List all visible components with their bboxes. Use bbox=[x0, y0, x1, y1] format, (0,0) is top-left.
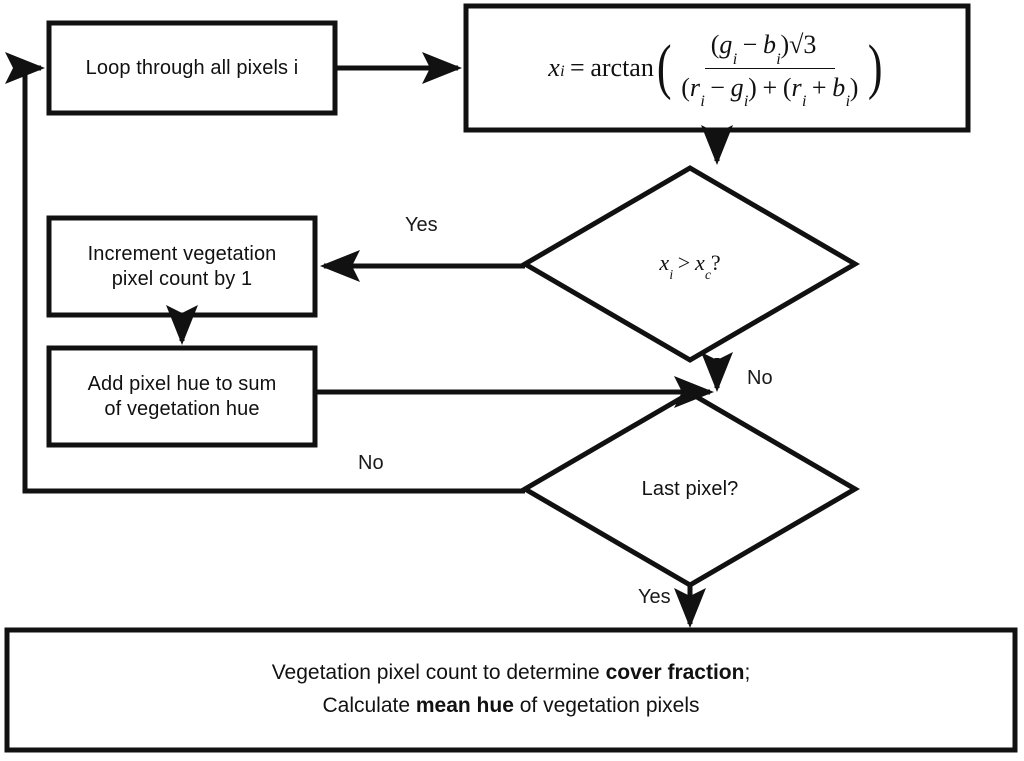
edge-label-last-pixel-yes: Yes bbox=[638, 586, 671, 608]
loop-box-shape bbox=[46, 20, 338, 116]
edge-label-threshold-yes: Yes bbox=[405, 214, 438, 236]
formula-box-shape bbox=[463, 3, 971, 133]
edge-label-last-pixel-no: No bbox=[358, 452, 384, 474]
edge-label-threshold-no: No bbox=[747, 367, 773, 389]
decision-last-pixel-shape bbox=[520, 390, 860, 588]
connector-lastpixel-no-loopback bbox=[5, 51, 525, 494]
add-hue-box-shape bbox=[46, 345, 318, 448]
final-box-shape bbox=[4, 627, 1018, 753]
increment-box-shape bbox=[46, 215, 318, 318]
decision-threshold-shape bbox=[520, 165, 860, 363]
